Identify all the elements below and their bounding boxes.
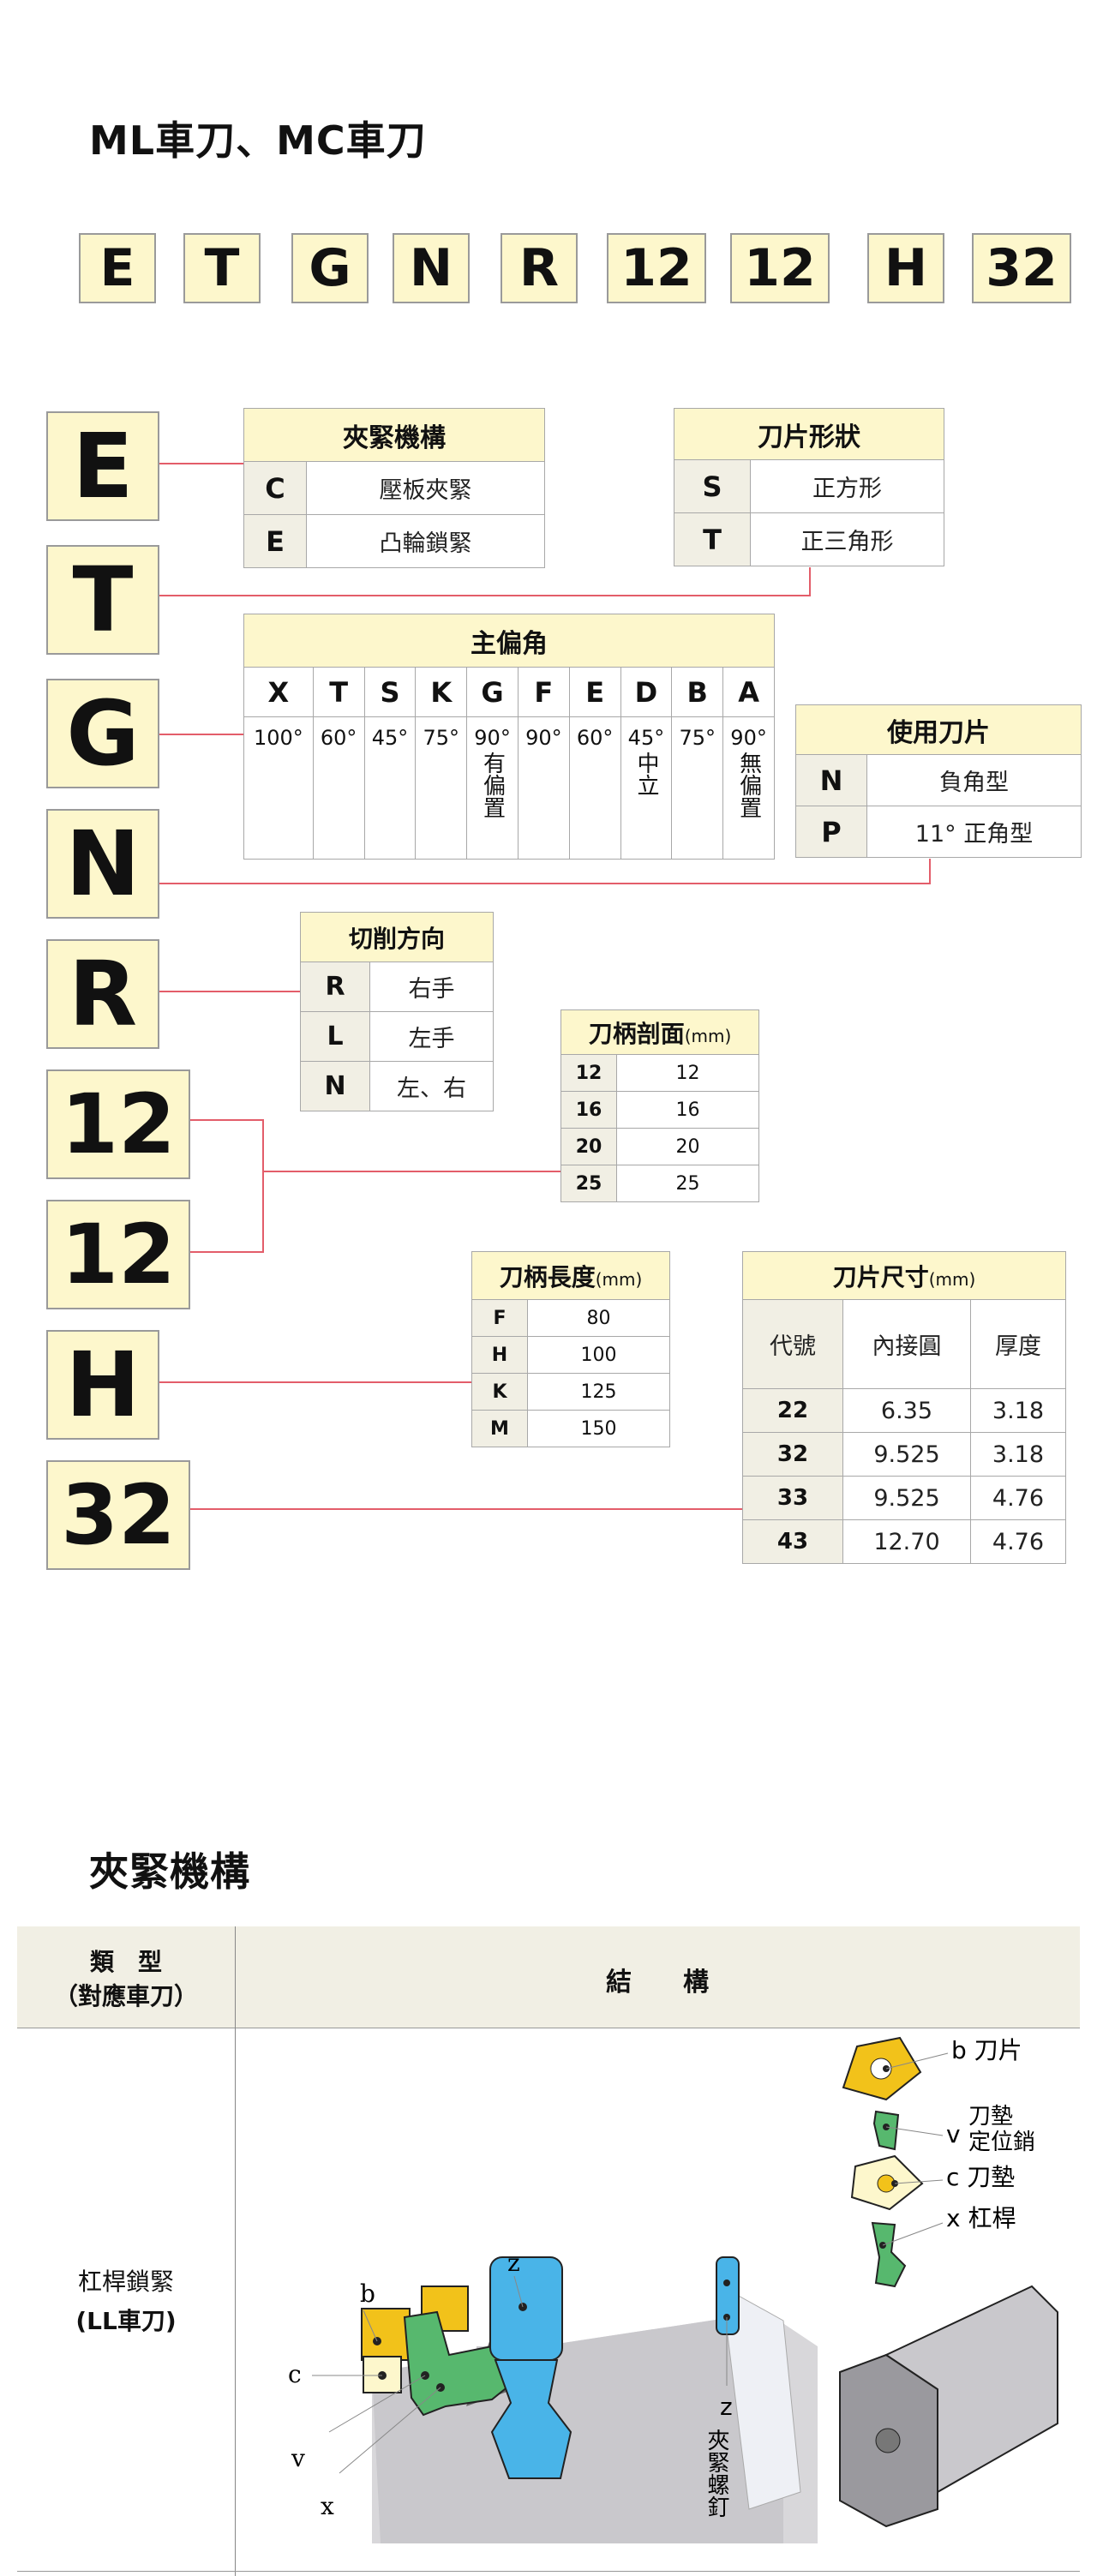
code-box-3: G <box>291 233 369 303</box>
label-b: b <box>360 2279 375 2308</box>
label-v: v <box>291 2444 305 2472</box>
mech-col1-header: 類 型（對應車刀） <box>53 1948 198 2010</box>
label-x: x <box>321 2492 334 2520</box>
label-x-lever: x 杠桿 <box>946 2204 1016 2232</box>
lever-lock-diagram: b c v x z b 刀片 v 刀墊 定位銷 c 刀墊 x 杠桿 z 夾緊螺釘 <box>288 2036 1058 2543</box>
angle-value-8: 75° <box>671 716 724 860</box>
code-box-N: N <box>46 809 159 919</box>
mech-row-type: 杠桿鎖緊 (LL車刀) <box>75 2267 177 2335</box>
code-box-E: E <box>46 411 159 521</box>
code-box-8: H <box>867 233 944 303</box>
code-box-12a: 12 <box>46 1069 190 1179</box>
label-b-insert: b 刀片 <box>951 2036 1022 2064</box>
angle-note: 有偏置 <box>479 752 506 818</box>
angle-degree: 100° <box>253 726 303 750</box>
angle-degree: 45° <box>627 726 665 750</box>
angle-code-0: X <box>243 667 314 717</box>
angle-value-3: 75° <box>415 716 468 860</box>
angle-code-4: G <box>466 667 519 717</box>
angle-code-5: F <box>517 667 570 717</box>
code-box-32: 32 <box>46 1460 190 1570</box>
angle-value-2: 45° <box>363 716 417 860</box>
angle-degree: 90° <box>525 726 562 750</box>
code-box-R: R <box>46 939 159 1049</box>
page-title: ML車刀、MC車刀 <box>89 117 427 164</box>
label-c: c <box>288 2360 302 2388</box>
angle-degree: 60° <box>320 726 357 750</box>
angle-value-0: 100° <box>243 716 314 860</box>
angle-degree: 90° <box>474 726 511 750</box>
angle-value-9: 90°無偏置 <box>722 716 775 860</box>
code-box-H: H <box>46 1330 159 1440</box>
angle-value-5: 90° <box>517 716 570 860</box>
code-box-4: N <box>393 233 470 303</box>
angle-note: 中立 <box>632 752 659 796</box>
angle-value-7: 45°中立 <box>620 716 673 860</box>
code-box-5: R <box>501 233 578 303</box>
angle-code-7: D <box>620 667 673 717</box>
angle-code-9: A <box>722 667 775 717</box>
angle-code-8: B <box>671 667 724 717</box>
mech-table-header <box>17 1926 1080 2028</box>
angle-degree: 60° <box>576 726 614 750</box>
label-z-screw: z <box>720 2393 733 2421</box>
angle-degree: 90° <box>730 726 767 750</box>
label-z: z <box>507 2249 520 2277</box>
angle-code-3: K <box>415 667 468 717</box>
label-c-seat: c 刀墊 <box>946 2163 1015 2191</box>
angle-value-6: 60° <box>568 716 621 860</box>
angle-code-1: T <box>312 667 365 717</box>
code-box-G: G <box>46 679 159 788</box>
code-box-6: 12 <box>607 233 706 303</box>
label-v-pin: v <box>946 2120 961 2148</box>
angle-code-6: E <box>568 667 621 717</box>
angle-value-4: 90°有偏置 <box>466 716 519 860</box>
angle-degree: 45° <box>371 726 409 750</box>
mech-col2-header: 結 構 <box>606 1968 709 1998</box>
section2-title: 夾緊機構 <box>89 1848 250 1895</box>
angle-value-1: 60° <box>312 716 365 860</box>
angle-code-2: S <box>363 667 417 717</box>
code-box-2: T <box>183 233 261 303</box>
code-box-12b: 12 <box>46 1200 190 1309</box>
label-v-line1: 刀墊 <box>968 2104 1013 2130</box>
code-box-7: 12 <box>730 233 830 303</box>
angle-note: 無偏置 <box>735 752 762 818</box>
code-box-9: 32 <box>972 233 1071 303</box>
code-box-T: T <box>46 545 159 655</box>
label-z-text: 夾緊螺釘 <box>704 2429 729 2518</box>
label-v-line2: 定位銷 <box>968 2130 1035 2155</box>
angle-degree: 75° <box>423 726 460 750</box>
angle-degree: 75° <box>679 726 716 750</box>
code-box-1: E <box>79 233 156 303</box>
